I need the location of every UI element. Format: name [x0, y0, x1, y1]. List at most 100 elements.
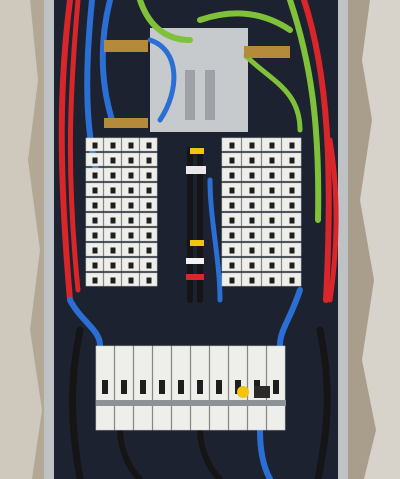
left-breaker-toggle [128, 202, 134, 209]
white-sleeve [186, 258, 204, 264]
right-breaker-toggle [249, 142, 255, 149]
right-breaker-toggle [269, 247, 275, 254]
left-breaker-toggle [128, 142, 134, 149]
bottom-breaker-toggle [178, 380, 184, 394]
neutral-bus-bar [104, 40, 148, 52]
right-breaker-toggle [249, 187, 255, 194]
right-breaker-toggle [289, 187, 295, 194]
right-breaker-toggle [229, 217, 235, 224]
right-breaker-toggle [269, 217, 275, 224]
breaker-row-left [85, 137, 158, 287]
left-breaker-toggle [92, 277, 98, 284]
left-breaker-toggle [146, 202, 152, 209]
left-breaker-toggle [92, 202, 98, 209]
left-breaker-toggle [110, 232, 116, 239]
left-breaker-toggle [92, 172, 98, 179]
right-breaker-toggle [269, 157, 275, 164]
left-breaker-toggle [92, 262, 98, 269]
wire [147, 37, 177, 123]
bottom-breaker-toggle [121, 380, 127, 394]
left-breaker-toggle [110, 277, 116, 284]
right-breaker-toggle [289, 202, 295, 209]
wire [69, 326, 84, 479]
left-breaker-toggle [146, 187, 152, 194]
wire [327, 137, 339, 303]
left-breaker-toggle [110, 262, 116, 269]
wire [207, 177, 223, 303]
right-breaker-toggle [249, 202, 255, 209]
left-breaker-toggle [128, 277, 134, 284]
left-breaker-toggle [146, 232, 152, 239]
right-breaker-toggle [269, 202, 275, 209]
left-breaker-toggle [110, 187, 116, 194]
bottom-breaker-toggle [102, 380, 108, 394]
left-breaker-toggle [128, 262, 134, 269]
right-breaker-toggle [269, 232, 275, 239]
right-breaker-toggle [229, 157, 235, 164]
back-plate [150, 28, 248, 132]
wire [243, 53, 303, 133]
din-rail [96, 400, 286, 406]
right-breaker-toggle [249, 217, 255, 224]
left-breaker-toggle [128, 157, 134, 164]
left-breaker-toggle [146, 172, 152, 179]
wire [117, 427, 143, 479]
left-breaker-toggle [146, 217, 152, 224]
wire [197, 10, 293, 33]
right-breaker-toggle [289, 247, 295, 254]
wire [99, 0, 115, 123]
left-breaker-toggle [146, 247, 152, 254]
right-breaker-toggle [269, 262, 275, 269]
wire [277, 287, 303, 348]
rough-plaster-left [28, 0, 48, 479]
right-breaker-toggle [289, 172, 295, 179]
right-breaker-toggle [229, 277, 235, 284]
earth-bus-bar [244, 46, 290, 58]
left-breaker-toggle [110, 217, 116, 224]
left-breaker-toggle [92, 157, 98, 164]
left-breaker-toggle [128, 217, 134, 224]
wire [58, 0, 73, 303]
indicator-lamp [237, 386, 249, 398]
yellow-sleeve [190, 240, 204, 246]
left-breaker-toggle [146, 157, 152, 164]
left-breaker-toggle [128, 232, 134, 239]
right-breaker-toggle [249, 262, 255, 269]
right-breaker-toggle [229, 172, 235, 179]
right-breaker-toggle [289, 232, 295, 239]
wire [197, 427, 223, 479]
yellow-sleeve [190, 148, 204, 154]
back-plate-slot [185, 70, 195, 120]
right-breaker-toggle [269, 142, 275, 149]
rcd-test-window [254, 386, 270, 398]
wire [287, 0, 322, 223]
back-plate-slot [205, 70, 215, 120]
right-breaker-toggle [229, 142, 235, 149]
right-breaker-toggle [249, 247, 255, 254]
wire-bundle [58, 0, 339, 479]
right-breaker-toggle [229, 232, 235, 239]
bottom-breaker-toggle [235, 380, 241, 394]
left-breaker-toggle [110, 247, 116, 254]
left-breaker-toggle [92, 247, 98, 254]
right-breaker-toggle [289, 217, 295, 224]
right-breaker-toggle [249, 172, 255, 179]
right-breaker-toggle [289, 157, 295, 164]
bottom-breaker-toggle [216, 380, 222, 394]
red-sleeve [186, 274, 204, 280]
bottom-breaker-toggle [197, 380, 203, 394]
right-breaker-toggle [249, 277, 255, 284]
left-breaker-toggle [128, 187, 134, 194]
wire [67, 0, 81, 293]
right-breaker-toggle [229, 187, 235, 194]
left-breaker-toggle [92, 217, 98, 224]
neutral-sleeve [186, 166, 206, 174]
left-breaker-toggle [92, 142, 98, 149]
terminal-strip [104, 118, 148, 128]
left-breaker-toggle [128, 172, 134, 179]
wire [314, 326, 331, 479]
right-breaker-toggle [289, 142, 295, 149]
right-breaker-toggle [249, 232, 255, 239]
left-breaker-toggle [110, 202, 116, 209]
